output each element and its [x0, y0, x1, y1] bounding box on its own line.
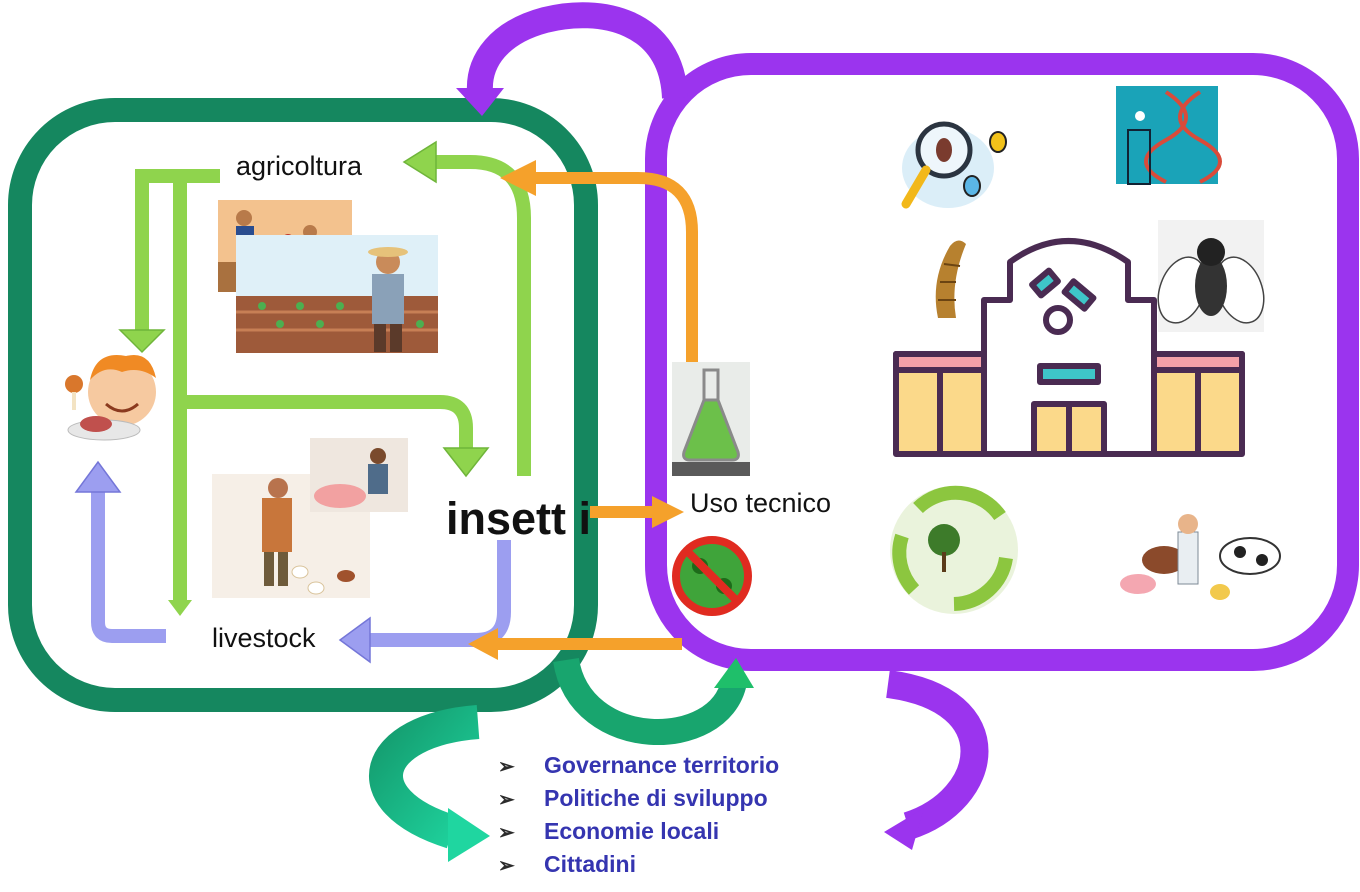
outcome-text: Cittadini: [544, 851, 636, 877]
farmer-field-photo: [236, 235, 438, 353]
outcome-text: Economie locali: [544, 818, 720, 844]
arrowhead-to-child: [118, 329, 166, 354]
outcomes-list: ➢ Governance territorio ➢ Politiche di svi…: [498, 749, 779, 881]
orange-head-to-uso: [652, 496, 684, 528]
outcome-item: ➢ Politiche di sviluppo: [498, 782, 779, 815]
arrowhead-to-insects: [442, 447, 490, 478]
outcome-item: ➢ Governance territorio: [498, 749, 779, 782]
livestock-label: livestock: [212, 623, 316, 653]
outcome-text: Politiche di sviluppo: [544, 785, 768, 811]
bullet-marker: ➢: [498, 855, 515, 877]
child-eating-icon: [65, 354, 156, 441]
larva-icon: [935, 240, 966, 318]
uso-tecnico-label: Uso tecnico: [690, 488, 832, 518]
fly-icon: [1157, 220, 1265, 332]
outcome-item: ➢ Economie locali: [498, 815, 779, 848]
arrowhead-insects-to-livestock: [338, 616, 371, 664]
orange-head-to-agricoltura: [500, 160, 536, 196]
livestock-feeding-photo: [212, 438, 408, 598]
arrowhead-to-livestock: [168, 600, 192, 616]
no-bacteria-icon: [672, 536, 752, 616]
bottom-purple-arrow: [884, 670, 989, 850]
arrowhead-to-agricoltura: [402, 140, 437, 184]
arrowhead-to-child-up: [74, 460, 122, 493]
magnifier-insects-icon: [901, 121, 1007, 209]
animals-vet-icon: [1120, 514, 1281, 600]
agricoltura-label: agricoltura: [236, 151, 363, 181]
orange-arrows: [498, 172, 698, 650]
teal-arrow-left: [369, 705, 490, 862]
laboratory-building-icon: [893, 238, 1245, 457]
recycle-icon: [890, 485, 1018, 614]
top-purple-arrow: [456, 2, 688, 116]
bullet-marker: ➢: [498, 789, 515, 811]
bullet-marker: ➢: [498, 756, 515, 778]
insetti-label: insett i: [446, 493, 592, 544]
orange-head-to-livestock: [468, 628, 498, 660]
flask-icon: [672, 362, 750, 476]
outcome-text: Governance territorio: [544, 752, 780, 778]
green-bridge-arrow: [553, 657, 754, 745]
dna-icon: [1116, 86, 1222, 185]
bullet-marker: ➢: [498, 822, 515, 844]
outcome-item: ➢ Cittadini: [498, 848, 779, 881]
